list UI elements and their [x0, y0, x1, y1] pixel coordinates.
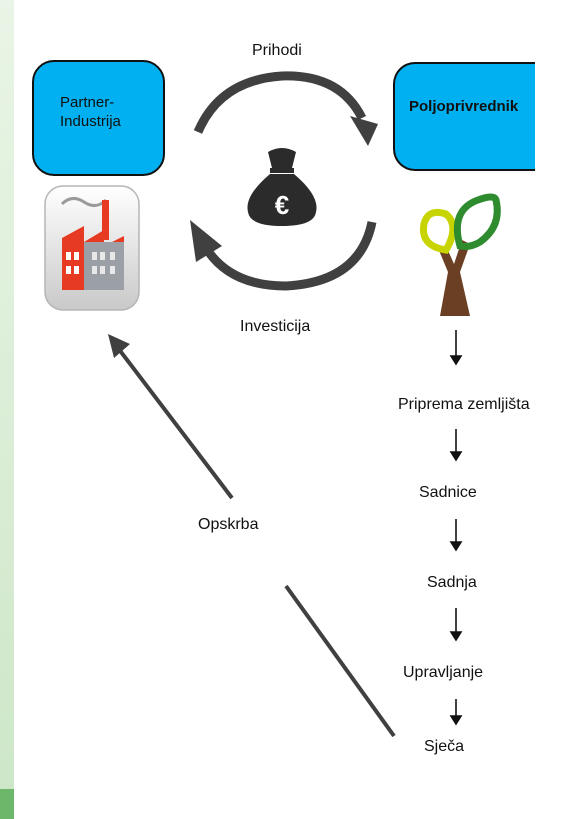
revenue-arrow — [193, 71, 367, 134]
revenue-label: Prihodi — [252, 42, 302, 59]
money-bag-icon: € — [247, 148, 317, 226]
factory-icon — [44, 185, 140, 311]
step-land-preparation: Priprema zemljišta — [398, 396, 530, 413]
farmer-box: Poljoprivrednik — [393, 62, 535, 171]
step-harvest: Sječa — [424, 738, 465, 755]
partner-label-line1: Partner- — [60, 94, 115, 111]
process-arrows — [449, 330, 463, 726]
euro-symbol: € — [275, 190, 289, 220]
investment-arrow-head — [190, 220, 222, 262]
partner-label-line2: Industrija — [60, 113, 121, 130]
step-management: Upravljanje — [403, 664, 484, 681]
revenue-arrow-head — [350, 116, 378, 146]
step-planting: Sadnja — [427, 574, 477, 591]
side-decoration-footer — [0, 789, 14, 819]
step-seedlings: Sadnice — [419, 484, 477, 501]
supply-arrow — [108, 334, 396, 738]
side-decoration — [0, 0, 14, 819]
investment-label: Investicija — [240, 318, 311, 335]
supply-label: Opskrba — [198, 516, 259, 533]
farmer-label: Poljoprivrednik — [409, 98, 519, 115]
investment-arrow — [202, 221, 377, 291]
tree-icon — [419, 193, 501, 316]
partner-industry-box: Partner- Industrija — [32, 60, 165, 176]
